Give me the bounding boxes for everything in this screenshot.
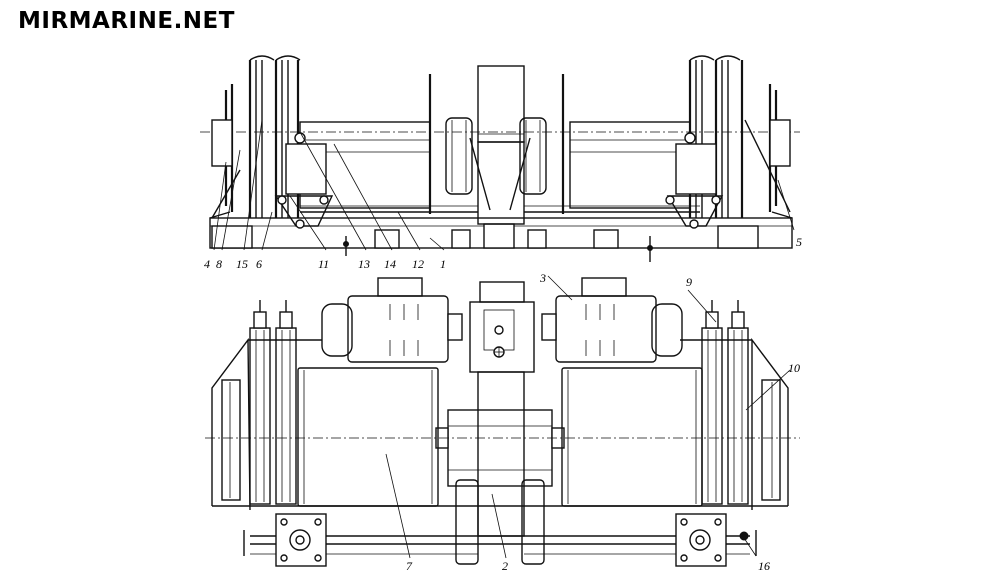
callout-8: 8	[216, 257, 222, 271]
callout-6: 6	[256, 257, 262, 271]
callout-3: 3	[539, 271, 546, 285]
central-gearbox	[469, 301, 535, 373]
left-bearing-box	[275, 513, 327, 567]
right-gear	[519, 117, 547, 195]
callout-4: 4	[204, 257, 210, 271]
callout-labels: 4 8 15 6 11 13 14 12 1 5 3 9 10 7 2 16	[204, 235, 802, 573]
callout-11: 11	[318, 257, 329, 271]
callout-10: 10	[788, 361, 800, 375]
right-drum	[569, 121, 691, 209]
callout-7: 7	[406, 559, 413, 573]
central-column	[477, 65, 525, 143]
callout-5: 5	[796, 235, 802, 249]
left-pinion	[455, 479, 479, 565]
callout-16: 16	[758, 559, 770, 573]
left-electric-motor	[321, 277, 463, 363]
watermark-logo: MIRMARINE.NET	[18, 8, 235, 34]
callout-15: 15	[236, 257, 248, 271]
plan-frame	[211, 337, 251, 511]
right-pinion	[521, 479, 545, 565]
left-gear	[445, 117, 473, 195]
left-brake-assembly	[221, 300, 297, 505]
callout-12: 12	[412, 257, 424, 271]
side-elevation-view	[200, 55, 800, 262]
right-brake-assembly	[701, 300, 781, 505]
central-shaft-housing	[477, 371, 525, 537]
callout-14: 14	[384, 257, 396, 271]
callout-2: 2	[502, 559, 508, 573]
right-bearing-box	[675, 513, 727, 567]
right-drum-plan	[561, 367, 703, 507]
gearbox-top	[479, 281, 525, 303]
left-brake-housing	[285, 143, 327, 195]
right-electric-motor	[541, 277, 683, 363]
right-brake-housing	[675, 143, 717, 195]
callout-9: 9	[686, 275, 692, 289]
callout-13: 13	[358, 257, 370, 271]
callout-1: 1	[440, 257, 446, 271]
plan-view	[205, 275, 800, 567]
left-drum-plan	[297, 367, 439, 507]
